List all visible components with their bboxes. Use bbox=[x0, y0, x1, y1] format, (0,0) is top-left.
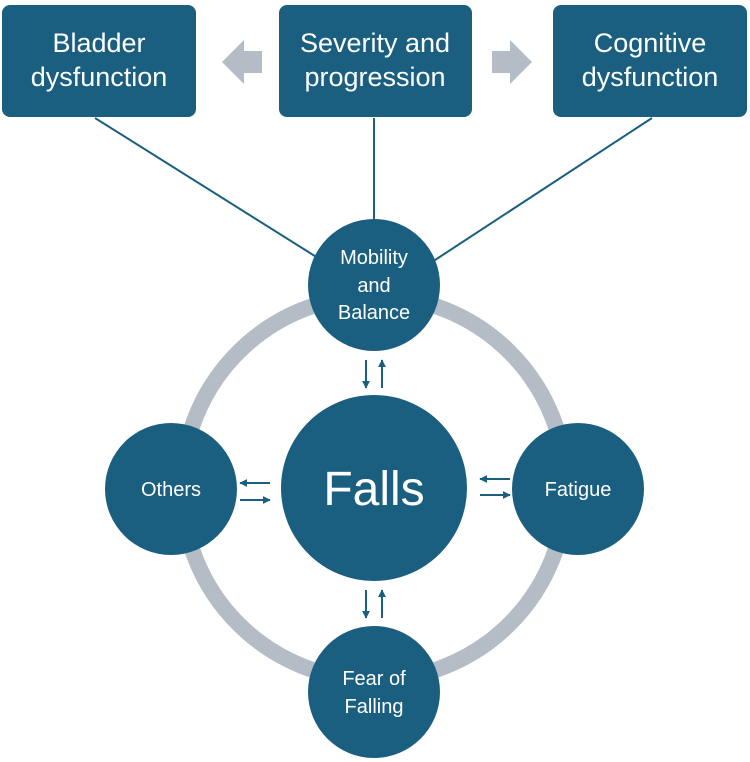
box-cognitive-line1: Cognitive bbox=[594, 28, 707, 58]
connector-cognitive bbox=[431, 117, 653, 263]
box-cognitive-dysfunction: Cognitive dysfunction bbox=[553, 5, 747, 117]
node-fatigue: Fatigue bbox=[512, 423, 644, 555]
node-mobility-line3: Balance bbox=[338, 302, 410, 324]
block-arrow-right bbox=[492, 40, 532, 84]
connector-bladder bbox=[94, 117, 319, 259]
connector-lines bbox=[94, 117, 653, 263]
box-cognitive-line2: dysfunction bbox=[582, 62, 719, 92]
node-fear-line1: Fear of bbox=[342, 668, 406, 690]
box-bladder-line2: dysfunction bbox=[31, 62, 168, 92]
box-severity-progression: Severity and progression bbox=[279, 5, 472, 117]
node-others: Others bbox=[105, 423, 237, 555]
node-mobility-balance: Mobility and Balance bbox=[308, 219, 440, 351]
node-falls-label: Falls bbox=[323, 463, 424, 516]
box-severity-line1: Severity and bbox=[300, 28, 450, 58]
block-arrow-left bbox=[222, 40, 262, 84]
node-mobility-line1: Mobility bbox=[340, 247, 408, 269]
node-others-label: Others bbox=[141, 479, 201, 501]
box-severity-line2: progression bbox=[304, 62, 445, 92]
node-fatigue-label: Fatigue bbox=[545, 479, 612, 501]
node-fear-of-falling: Fear of Falling bbox=[308, 626, 440, 758]
node-mobility-line2: and bbox=[357, 275, 390, 297]
node-falls: Falls bbox=[281, 395, 467, 581]
node-fear-line2: Falling bbox=[345, 696, 404, 718]
box-bladder-line1: Bladder bbox=[52, 28, 145, 58]
box-bladder-dysfunction: Bladder dysfunction bbox=[2, 5, 196, 117]
bidirectional-arrows bbox=[239, 359, 511, 619]
